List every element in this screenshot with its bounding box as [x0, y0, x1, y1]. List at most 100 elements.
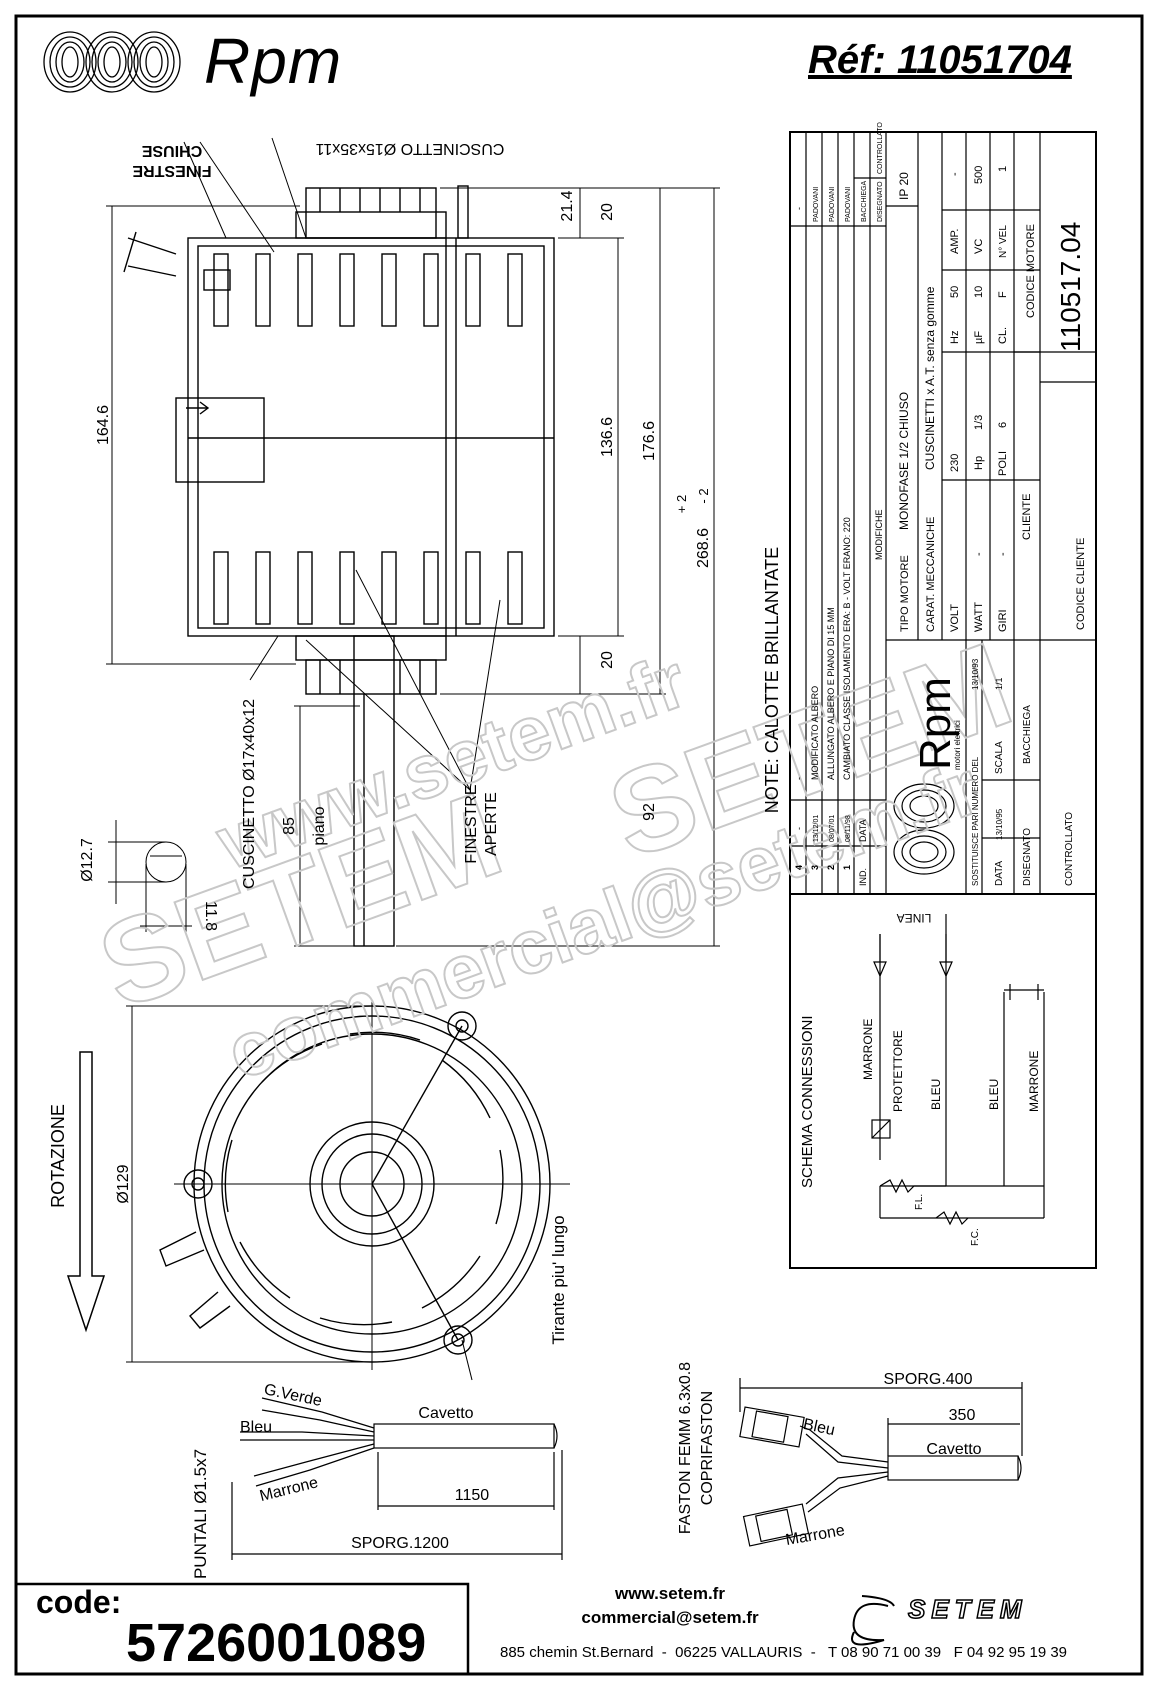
sostituisce-value: 13/10/93: [971, 658, 980, 690]
dim-sporg-400: SPORG.400: [884, 1371, 973, 1388]
dim-129: Ø129: [115, 1164, 132, 1203]
label-bleu-right: Bleu: [802, 1416, 837, 1439]
watermark: www.setem.fr SETEM SETEM commercial@sete…: [82, 616, 1028, 1097]
label-puntali: PUNTALI Ø1.5x7: [191, 1449, 210, 1579]
giri-label: GIRI: [997, 609, 1009, 632]
schema-title: SCHEMA CONNESSIONI: [799, 1015, 816, 1188]
rpm-coil-logo: [43, 31, 181, 93]
header-bacchiega: BACCHIEGA: [861, 180, 868, 222]
label-tirante: Tirante piu' lungo: [549, 1215, 568, 1344]
mod-row-2-data: 08/07/01: [829, 815, 836, 842]
mod-row-1-by: PADOVANI: [845, 187, 852, 222]
dim-164-6: 164.6: [95, 405, 112, 445]
hp-value: 1/3: [973, 415, 985, 430]
mod-row-2-ind: 2: [826, 865, 836, 870]
cl-label: CL.: [997, 327, 1009, 344]
label-finestre-aperte-1: FINESTRE: [463, 784, 480, 863]
hz-label: Hz: [949, 331, 961, 344]
mod-row-4-data: -: [794, 827, 804, 830]
mod-row-4-by: -: [794, 207, 804, 210]
dim-350: 350: [949, 1407, 976, 1424]
watt-value: -: [973, 552, 985, 556]
dim-92: 92: [641, 803, 658, 821]
uf-label: µF: [973, 331, 985, 344]
amp-label: AMP.: [949, 229, 961, 254]
mod-row-3-data: 13/12/01: [813, 815, 820, 842]
codice-cliente-label: CODICE CLIENTE: [1075, 538, 1087, 630]
mod-row-1-text: CAMBIATO CLASSE ISOLAMENTO ERA: B - VOLT…: [842, 517, 852, 780]
header-modifiche: MODIFICHE: [874, 510, 884, 561]
dim-20-bottom: 20: [599, 651, 616, 669]
disegnato-label: DISEGNATO: [1022, 828, 1033, 886]
nvel-label: N° VEL: [998, 225, 1009, 258]
tipo-motore-value: MONOFASE 1/2 CHIUSO: [897, 392, 911, 530]
cable-left: [231, 1397, 563, 1560]
mod-row-2-text: ALLUNGATO ALBERO E PIANO DI 15 MM: [826, 607, 836, 780]
label-cavetto-right: Cavetto: [926, 1441, 981, 1458]
mod-row-4-ind: 4: [794, 865, 804, 870]
tolerance-minus: - 2: [696, 488, 711, 503]
hz-value: 50: [949, 286, 961, 298]
mod-row-1-ind: 1: [842, 865, 852, 870]
cl-value: F: [997, 291, 1009, 298]
data-value: 13/10/95: [995, 808, 1004, 840]
mod-row-3-text: MODIFICATO ALBERO: [810, 686, 820, 780]
label-marrone-right: Marrone: [784, 1522, 846, 1549]
dim-11-8: 11.8: [202, 901, 219, 931]
mod-row-3-ind: 3: [810, 865, 820, 870]
dim-176-6: 176.6: [641, 421, 658, 461]
dim-20-top: 20: [599, 203, 616, 221]
vc-value: 500: [973, 166, 985, 184]
code-label: code:: [36, 1584, 122, 1620]
hp-label: Hp: [973, 456, 985, 470]
rotation-arrow: [66, 1051, 106, 1333]
mod-row-2-by: PADOVANI: [829, 187, 836, 222]
controllato-label: CONTROLLATO: [1064, 812, 1075, 886]
label-cuscinetto-bottom: CUSCINETTO Ø17x40x12: [241, 699, 258, 889]
poli-value: 6: [997, 422, 1009, 428]
schema-text: SCHEMA CONNESSIONI LINEA MARRONE PROTETT…: [799, 911, 1041, 1246]
reference-number: Réf: 11051704: [808, 38, 1072, 82]
footer-address: 885 chemin St.Bernard - 06225 VALLAURIS …: [500, 1644, 1068, 1661]
carat-label: CARAT. MECCANICHE: [925, 517, 937, 632]
mod-row-1-data: 08/11/98: [845, 815, 852, 842]
carat-value: CUSCINETTI x A.T. senza gomme: [923, 286, 937, 470]
codice-motore-value: 110517.04: [1055, 222, 1086, 352]
volt-value: 230: [949, 454, 961, 472]
data-label: DATA: [994, 860, 1005, 886]
mod-row-4-text: -: [794, 777, 804, 780]
schema-bleu-1: BLEU: [929, 1079, 943, 1110]
sheet-border: [14, 14, 1144, 1676]
header-ind: IND.: [858, 868, 868, 886]
tolerance-plus: + 2: [674, 495, 689, 513]
amp-value: -: [949, 172, 961, 176]
watt-label: WATT: [973, 602, 985, 632]
nvel-value: 1: [997, 166, 1009, 172]
uf-value: 10: [973, 286, 985, 298]
footer-website: www.setem.fr: [615, 1584, 725, 1603]
dim-21-4: 21.4: [559, 190, 576, 221]
schema-fl: F.L.: [914, 1194, 925, 1210]
label-finestre-chiuse-2: CHIUSE: [141, 142, 202, 159]
code-value: 5726001089: [126, 1613, 427, 1673]
label-cavetto-left: Cavetto: [418, 1405, 473, 1422]
dim-85: 85: [281, 817, 298, 835]
codice-motore-label: CODICE MOTORE: [1025, 224, 1037, 318]
setem-logo-text: SETEM: [907, 1593, 1028, 1625]
side-view-dimensions: [106, 137, 720, 947]
schema-marrone-top: MARRONE: [861, 1019, 875, 1080]
small-logo-text: Rpm: [911, 677, 960, 770]
label-cuscinetto-top: CUSCINETTO Ø15x35x11: [316, 140, 505, 157]
label-faston-1: FASTON FEMM 6.3x0.8: [677, 1362, 694, 1534]
label-piano: piano: [311, 806, 328, 845]
giri-value: -: [997, 552, 1009, 556]
dim-268-6: 268.6: [695, 528, 712, 568]
dimension-labels: 164.6 136.6 176.6 268.6 + 2 - 2 21.4 20 …: [79, 190, 975, 1552]
poli-label: POLI: [997, 451, 1009, 476]
dim-1150: 1150: [455, 1487, 490, 1504]
disegnato-value: BACCHIEGA: [1022, 705, 1033, 764]
cable-right: [739, 1378, 1023, 1547]
schema-bleu-2: BLEU: [987, 1079, 1001, 1110]
header-disegnato: DISEGNATO: [877, 181, 884, 222]
